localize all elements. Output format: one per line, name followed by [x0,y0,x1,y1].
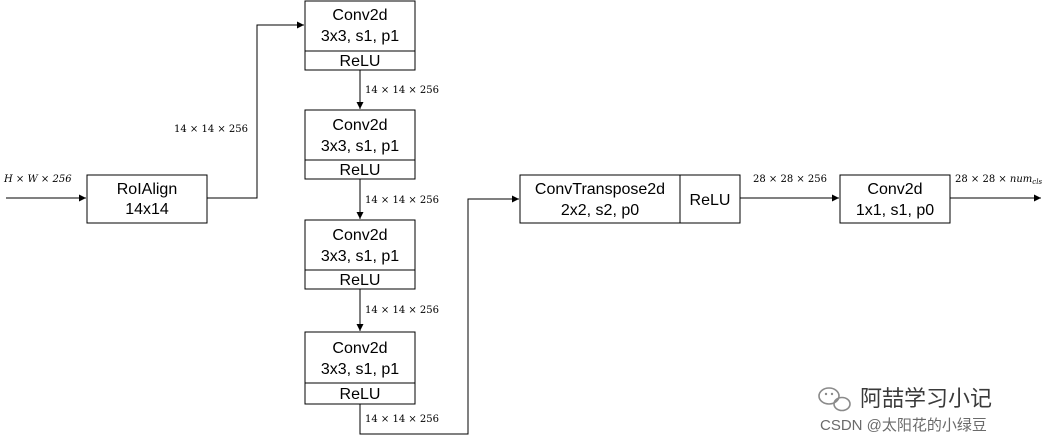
deconv-title: ConvTranspose2d [535,181,665,198]
conv-block-4-params: 3x3, s1, p1 [321,361,399,378]
watermark-csdn: CSDN @太阳花的小绿豆 [820,417,987,434]
output-dim-prefix: 28 × 28 × [955,174,1010,185]
conv-block-4: Conv2d 3x3, s1, p1 ReLU [304,331,416,405]
edge-conv1-to-conv2-label: 14 × 14 × 256 [365,85,439,96]
output-dim-var: num [1010,174,1032,185]
conv-block-3-params: 3x3, s1, p1 [321,248,399,265]
edge-conv3-to-conv4-label: 14 × 14 × 256 [365,305,439,316]
roialign-size: 14x14 [125,201,169,218]
conv-block-1-relu: ReLU [340,53,381,70]
edge-roi-to-conv1 [207,21,304,199]
conv-block-3-title: Conv2d [332,227,387,244]
roialign-title: RoIAlign [117,181,177,198]
final-conv-title: Conv2d [867,181,922,198]
output-dim-label: 28 × 28 × numcls [955,174,1042,186]
edge-conv2-to-conv3-label: 14 × 14 × 256 [365,195,439,206]
conv-block-1: Conv2d 3x3, s1, p1 ReLU [304,0,416,71]
edge-conv4-to-deconv [359,195,519,435]
conv-block-2: Conv2d 3x3, s1, p1 ReLU [304,109,416,180]
conv-block-2-relu: ReLU [340,162,381,179]
conv-block-1-title: Conv2d [332,7,387,24]
deconv-relu: ReLU [690,192,731,209]
conv-block-4-relu: ReLU [340,386,381,403]
conv-block-3: Conv2d 3x3, s1, p1 ReLU [304,219,416,290]
final-conv-block: Conv2d 1x1, s1, p0 [839,174,951,224]
watermark-title: 阿喆学习小记 [860,386,992,411]
watermark: 阿喆学习小记 CSDN @太阳花的小绿豆 [818,386,992,434]
output-dim-sub: cls [1032,178,1042,186]
deconv-params: 2x2, s2, p0 [561,202,639,219]
wechat-bubble-icon [818,387,851,412]
conv-block-2-title: Conv2d [332,117,387,134]
edge-roi-to-conv1-label: 14 × 14 × 256 [174,124,248,135]
edge-conv4-to-deconv-label: 14 × 14 × 256 [365,414,439,425]
roialign-block: RoIAlign 14x14 [86,174,208,224]
input-dim-label: H × W × 256 [3,174,72,185]
edge-deconv-to-final-label: 28 × 28 × 256 [753,174,827,185]
conv-block-1-params: 3x3, s1, p1 [321,28,399,45]
conv-block-3-relu: ReLU [340,272,381,289]
deconv-block: ConvTranspose2d 2x2, s2, p0 ReLU [519,174,741,224]
conv-block-2-params: 3x3, s1, p1 [321,138,399,155]
conv-block-4-title: Conv2d [332,340,387,357]
final-conv-params: 1x1, s1, p0 [856,202,934,219]
